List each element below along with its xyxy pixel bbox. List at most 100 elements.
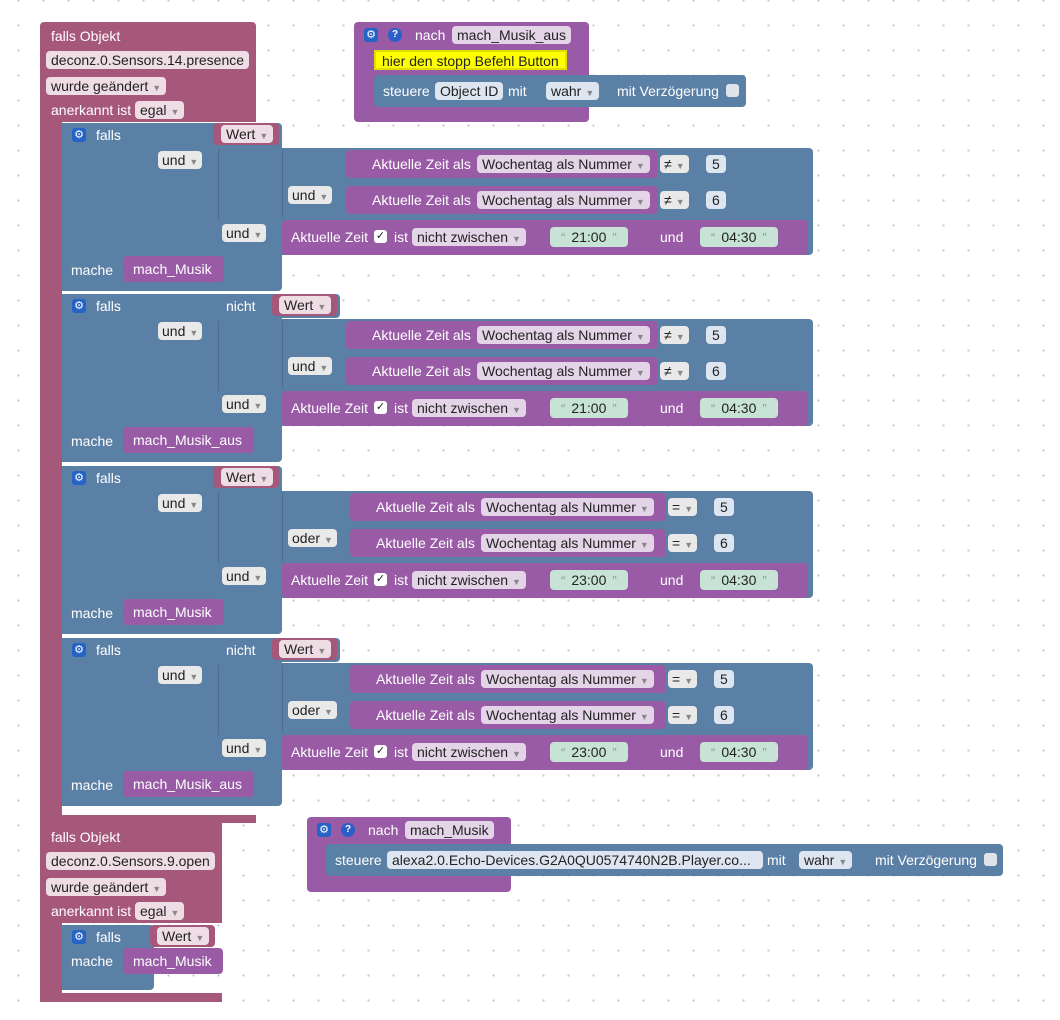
logic-dropdown[interactable]: und▼ (158, 666, 203, 684)
ack-dropdown[interactable]: egal▼ (135, 101, 185, 119)
between-dropdown[interactable]: nicht zwischen▼ (412, 571, 526, 589)
weekday-compare-block[interactable]: Aktuelle Zeit als Wochentag als Nummer▼ (346, 150, 658, 178)
operator-dropdown[interactable]: =▼ (668, 534, 698, 552)
object-id-field[interactable]: deconz.0.Sensors.14.presence (46, 51, 250, 69)
time-from-field[interactable]: “23:00” (550, 742, 628, 762)
logic-block-und-time[interactable]: und▼ (218, 563, 288, 598)
number-field[interactable]: 5 (714, 498, 734, 516)
logic-block-und-time[interactable]: und▼ (218, 735, 288, 770)
logic-dropdown[interactable]: und▼ (222, 567, 267, 585)
operator-dropdown[interactable]: ≠▼ (660, 155, 689, 173)
between-dropdown[interactable]: nicht zwischen▼ (412, 399, 526, 417)
gear-icon[interactable]: ⚙ (72, 643, 86, 657)
logic-dropdown[interactable]: oder▼ (288, 701, 337, 719)
ack-dropdown[interactable]: egal▼ (135, 902, 185, 920)
value-block[interactable]: Wert▼ (272, 294, 337, 316)
help-icon[interactable]: ? (388, 28, 402, 42)
number-field[interactable]: 5 (714, 670, 734, 688)
weekday-dropdown[interactable]: Wochentag als Nummer▼ (481, 706, 654, 724)
delay-checkbox[interactable] (984, 853, 997, 866)
value-block[interactable]: Wert▼ (150, 925, 215, 947)
time-compare-block[interactable]: Aktuelle Zeit ✓ ist nicht zwischen▼ “21:… (282, 391, 808, 426)
gear-icon[interactable]: ⚙ (72, 471, 86, 485)
number-field[interactable]: 6 (714, 706, 734, 724)
weekday-dropdown[interactable]: Wochentag als Nummer▼ (477, 155, 650, 173)
function-name-field[interactable]: mach_Musik_aus (452, 26, 571, 44)
weekday-dropdown[interactable]: Wochentag als Nummer▼ (481, 670, 654, 688)
logic-dropdown[interactable]: und▼ (222, 395, 267, 413)
time-compare-block[interactable]: Aktuelle Zeit ✓ ist nicht zwischen▼ “23:… (282, 563, 808, 598)
call-block[interactable]: mach_Musik_aus (123, 427, 254, 453)
logic-dropdown[interactable]: und▼ (158, 494, 203, 512)
gear-icon[interactable]: ⚙ (364, 28, 378, 42)
compare-block[interactable]: =▼ 6 (666, 701, 750, 729)
object-id-field[interactable]: deconz.0.Sensors.9.open (46, 852, 215, 870)
weekday-compare-block[interactable]: Aktuelle Zeit als Wochentag als Nummer▼ (346, 357, 658, 385)
logic-dropdown[interactable]: und▼ (158, 151, 203, 169)
function-block-aus[interactable]: ⚙ ? nach mach_Musik_aus (354, 22, 589, 122)
weekday-compare-block[interactable]: Aktuelle Zeit als Wochentag als Nummer▼ (350, 665, 666, 693)
gear-icon[interactable]: ⚙ (317, 823, 331, 837)
operator-dropdown[interactable]: =▼ (668, 706, 698, 724)
weekday-compare-block[interactable]: Aktuelle Zeit als Wochentag als Nummer▼ (350, 701, 666, 729)
time-to-field[interactable]: “04:30” (700, 742, 778, 762)
time-to-field[interactable]: “04:30” (700, 398, 778, 418)
call-block[interactable]: mach_Musik_aus (123, 771, 254, 797)
logic-dropdown[interactable]: und▼ (222, 739, 267, 757)
logic-dropdown[interactable]: und▼ (158, 322, 203, 340)
number-field[interactable]: 5 (706, 155, 726, 173)
weekday-compare-block[interactable]: Aktuelle Zeit als Wochentag als Nummer▼ (346, 321, 658, 349)
function-name-field[interactable]: mach_Musik (405, 821, 494, 839)
checkbox-icon[interactable]: ✓ (374, 573, 387, 586)
operator-dropdown[interactable]: ≠▼ (660, 191, 689, 209)
value-dropdown[interactable]: Wert▼ (157, 927, 210, 945)
logic-dropdown[interactable]: oder▼ (288, 529, 337, 547)
control-block[interactable]: steuere alexa2.0.Echo-Devices.G2A0QU0574… (326, 844, 1003, 876)
compare-block[interactable]: =▼ 6 (666, 529, 750, 557)
time-compare-block[interactable]: Aktuelle Zeit ✓ ist nicht zwischen▼ “23:… (282, 735, 808, 770)
weekday-compare-block[interactable]: Aktuelle Zeit als Wochentag als Nummer▼ (346, 186, 658, 214)
change-dropdown[interactable]: wurde geändert▼ (46, 77, 167, 95)
time-compare-block[interactable]: Aktuelle Zeit ✓ ist nicht zwischen▼ “21:… (282, 220, 808, 255)
weekday-dropdown[interactable]: Wochentag als Nummer▼ (477, 362, 650, 380)
compare-block[interactable]: ≠▼ 6 (658, 357, 742, 385)
time-from-field[interactable]: “21:00” (550, 398, 628, 418)
operator-dropdown[interactable]: =▼ (668, 670, 698, 688)
value-dropdown[interactable]: Wert▼ (279, 640, 332, 658)
trigger-block-open[interactable]: falls Objekt deconz.0.Sensors.9.open wur… (40, 823, 222, 923)
weekday-dropdown[interactable]: Wochentag als Nummer▼ (477, 191, 650, 209)
object-id-field[interactable]: alexa2.0.Echo-Devices.G2A0QU0574740N2B.P… (387, 851, 763, 869)
time-from-field[interactable]: “21:00” (550, 227, 628, 247)
help-icon[interactable]: ? (341, 823, 355, 837)
compare-block[interactable]: =▼ 5 (666, 665, 750, 693)
logic-dropdown[interactable]: und▼ (288, 186, 333, 204)
logic-block-und-time[interactable]: und▼ (218, 220, 288, 255)
call-block[interactable]: mach_Musik (123, 948, 223, 974)
logic-block-und-time[interactable]: und▼ (218, 391, 288, 426)
compare-block[interactable]: =▼ 5 (666, 493, 750, 521)
compare-block[interactable]: ≠▼ 6 (658, 186, 742, 214)
object-id-field[interactable]: Object ID (435, 82, 504, 100)
operator-dropdown[interactable]: ≠▼ (660, 326, 689, 344)
number-field[interactable]: 6 (706, 191, 726, 209)
delay-checkbox[interactable] (726, 84, 739, 97)
value-block[interactable]: Wert▼ (213, 123, 279, 145)
logic-dropdown[interactable]: und▼ (222, 224, 267, 242)
checkbox-icon[interactable]: ✓ (374, 401, 387, 414)
number-field[interactable]: 6 (706, 362, 726, 380)
value-dropdown[interactable]: Wert▼ (221, 125, 274, 143)
value-dropdown[interactable]: Wert▼ (221, 468, 274, 486)
gear-icon[interactable]: ⚙ (72, 128, 86, 142)
value-dropdown[interactable]: Wert▼ (279, 296, 332, 314)
weekday-dropdown[interactable]: Wochentag als Nummer▼ (477, 326, 650, 344)
gear-icon[interactable]: ⚙ (72, 299, 86, 313)
time-to-field[interactable]: “04:30” (700, 570, 778, 590)
weekday-compare-block[interactable]: Aktuelle Zeit als Wochentag als Nummer▼ (350, 493, 666, 521)
number-field[interactable]: 6 (714, 534, 734, 552)
time-from-field[interactable]: “23:00” (550, 570, 628, 590)
checkbox-icon[interactable]: ✓ (374, 745, 387, 758)
trigger-block-presence[interactable]: falls Objekt deconz.0.Sensors.14.presenc… (40, 22, 256, 122)
checkbox-icon[interactable]: ✓ (374, 230, 387, 243)
value-block[interactable]: Wert▼ (272, 638, 337, 660)
compare-block[interactable]: ≠▼ 5 (658, 150, 742, 178)
